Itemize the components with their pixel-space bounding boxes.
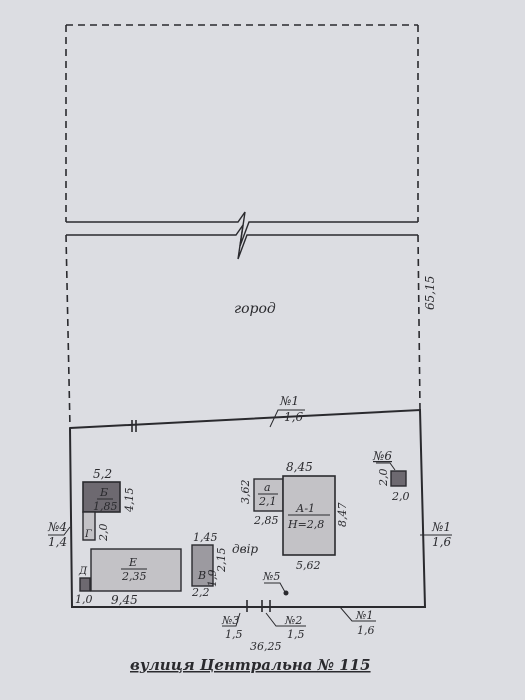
boundary-ticks [131,420,271,612]
building-v [191,544,214,587]
a-top: 8,45 [286,460,313,474]
building-a-small [253,478,284,512]
top-fence-num: №1 [279,394,299,408]
right-num: №1 [431,520,451,534]
leader-lines [48,409,452,627]
yard-label: двір [232,542,258,556]
six-a: 2,0 [377,469,390,488]
d-val: 1,0 [75,593,93,606]
n3-label: №3 [221,614,239,627]
n2-label: №2 [284,614,302,627]
well-5 [283,590,289,596]
n1b-label: №1 [355,609,373,622]
a-small-h: 2,1 [258,495,277,508]
a-left: 3,62 [239,480,252,505]
n1b-val: 1,6 [357,624,375,637]
building-g [82,511,96,541]
right-length: 65,15 [423,276,437,310]
v-side: 1,9 [206,570,219,588]
a1-height: Н=2,8 [287,518,324,531]
d-letter: Д [78,566,88,577]
left-num: №4 [47,520,67,534]
v-side2: 2,15 [215,548,228,574]
break-line [66,211,418,260]
v-bottom: 2,2 [191,586,210,599]
b-side: 4,15 [123,488,136,514]
right-val: 1,6 [432,535,451,549]
a-right: 8,47 [336,503,349,528]
v-letter: В [197,569,206,582]
garden-boundary [65,24,421,429]
structure-6 [390,470,407,487]
building-e [90,548,182,592]
plot-boundary [69,408,427,608]
garden-label: город [234,301,276,317]
v-top: 1,45 [193,531,218,544]
a-small-w: 2,85 [253,514,279,527]
a1-letter: А-1 [295,502,315,515]
g-side: 2,0 [97,524,110,543]
fraction-bars [97,493,330,570]
left-val: 1,4 [48,535,67,549]
street-title: вулиця Центральна № 115 [130,656,371,674]
n2-val: 1,5 [287,628,305,641]
g-letter: Г [84,529,92,540]
e-width: 9,45 [111,593,138,607]
b-letter: Б [99,486,108,499]
b-top: 5,2 [93,467,112,481]
a-small-letter: а [264,481,271,494]
e-letter: Е [128,556,137,569]
top-fence-val: 1,6 [284,410,303,424]
e-inner: 2,35 [121,570,147,583]
bottom-width: 36,25 [250,640,282,653]
n5-label: №5 [262,570,280,583]
six-num: №6 [372,449,392,463]
a-bottom: 5,62 [296,559,321,572]
n3-val: 1,5 [225,628,243,641]
six-b: 2,0 [391,490,410,503]
building-b [82,481,121,513]
b-inner: 1,85 [93,500,118,513]
building-d [79,577,91,592]
